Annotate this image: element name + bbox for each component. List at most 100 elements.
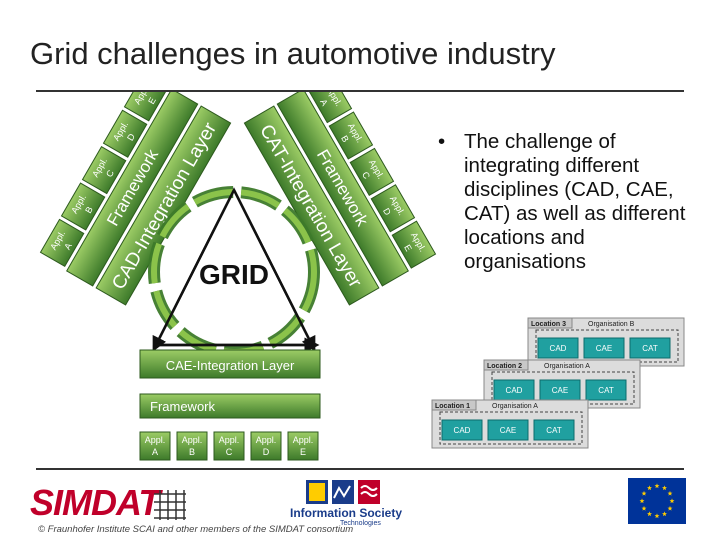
- eu-star: [647, 485, 652, 491]
- grid-label: GRID: [199, 259, 269, 290]
- cat-framework-bar: [276, 92, 409, 287]
- discipline-box-cad: [537, 337, 579, 359]
- bottom-appl-e: Appl. E: [287, 431, 319, 461]
- appl-letter: C: [226, 447, 233, 457]
- bullet-dot-icon: •: [438, 130, 446, 153]
- eu-star: [654, 483, 660, 489]
- eu-star: [641, 505, 647, 511]
- location-tab: [483, 359, 529, 371]
- cad-appl-d: Appl.D: [102, 109, 148, 158]
- appl-label: Appl.: [182, 435, 203, 445]
- organisation-label: Organisation B: [588, 321, 635, 328]
- cat-appl-b: Appl.B: [328, 111, 374, 160]
- discipline-label: CAT: [546, 426, 562, 435]
- appl-box: [39, 218, 85, 268]
- discipline-label: CAD: [454, 426, 471, 435]
- eu-star: [654, 513, 660, 519]
- discipline-box-cat: [585, 379, 627, 401]
- eu-star: [647, 511, 652, 517]
- appl-box: [391, 220, 437, 269]
- bottom-appl-b: Appl. B: [176, 431, 208, 461]
- cad-appl-e: Appl.E: [123, 92, 169, 122]
- appl-box: [139, 431, 171, 461]
- bullet-point: • The challenge of integrating different…: [438, 130, 710, 274]
- discipline-label: CAD: [550, 344, 567, 353]
- appl-letter: E: [402, 243, 414, 253]
- discipline-box-cat: [629, 337, 671, 359]
- appl-letter: A: [152, 447, 158, 457]
- appl-letter: B: [83, 205, 95, 215]
- appl-box: [349, 147, 395, 197]
- bullet-text: The challenge of integrating different d…: [464, 130, 686, 273]
- grid-logo-icon: [154, 490, 186, 520]
- cad-appl-b: Appl.B: [60, 182, 106, 231]
- cad-appl-c: Appl.C: [81, 145, 127, 195]
- location-label: Location 3: [531, 321, 566, 328]
- appl-letter: A: [318, 97, 330, 107]
- appl-label: Appl.: [145, 435, 166, 445]
- location-label: Location 1: [435, 403, 470, 410]
- appl-letter: C: [360, 170, 372, 181]
- bottom-framework-bar: [139, 393, 321, 419]
- appl-box: [213, 431, 245, 461]
- eu-star: [639, 498, 645, 504]
- information-society-sublabel: Technologies: [340, 520, 381, 527]
- appl-box: [287, 431, 319, 461]
- organisation-frame: [439, 411, 583, 445]
- appl-letter: D: [263, 447, 270, 457]
- bottom-divider: [36, 468, 684, 470]
- discipline-label: CAT: [642, 344, 658, 353]
- appl-box: [123, 92, 169, 122]
- discipline-label: CAE: [596, 344, 612, 353]
- grid-integration-diagram: CAD-Integration Layer Framework Appl.AAp…: [39, 92, 437, 461]
- appl-box: [102, 109, 148, 158]
- discipline-label: CAT: [598, 386, 614, 395]
- simdat-logo: SIMDAT: [30, 482, 160, 523]
- appl-box: [176, 431, 208, 461]
- appl-letter: D: [381, 206, 393, 217]
- appl-letter: D: [125, 131, 137, 142]
- discipline-label: CAD: [506, 386, 523, 395]
- eu-star: [662, 511, 667, 517]
- information-society-label: Information Society: [290, 506, 403, 520]
- cad-framework-bar: [66, 92, 199, 287]
- discipline-box-cae: [583, 337, 625, 359]
- discipline-box-cae: [487, 419, 529, 441]
- bottom-appl-a: Appl. A: [139, 431, 171, 461]
- appl-label: Appl.: [293, 435, 314, 445]
- top-divider: [36, 90, 684, 92]
- appl-box: [370, 184, 416, 233]
- appl-letter: B: [339, 134, 351, 144]
- bottom-framework-label: Framework: [150, 399, 216, 414]
- eu-star: [669, 498, 675, 504]
- appl-label: Appl.: [256, 435, 277, 445]
- cat-appl-c: Appl.C: [349, 147, 395, 197]
- eu-star: [667, 490, 673, 496]
- page-title: Grid challenges in automotive industry: [30, 36, 556, 71]
- appl-letter: B: [189, 447, 195, 457]
- eu-star: [641, 490, 647, 496]
- appl-box: [60, 182, 106, 231]
- location-3: Location 3 Organisation B CAD CAE CAT: [527, 317, 685, 367]
- arrow-left: [152, 189, 236, 352]
- appl-letter: E: [146, 96, 158, 106]
- arrow-right: [232, 189, 316, 352]
- discipline-label: CAE: [500, 426, 516, 435]
- location-tab: [431, 399, 477, 411]
- eu-flag-icon: [628, 478, 686, 524]
- appl-letter: A: [62, 241, 74, 251]
- eu-star: [662, 485, 667, 491]
- discipline-box-cat: [533, 419, 575, 441]
- bottom-appl-c: Appl. C: [213, 431, 245, 461]
- appl-letter: E: [300, 447, 306, 457]
- appl-label: Appl.: [219, 435, 240, 445]
- grid-cycle: GRID: [148, 186, 320, 358]
- location-tab: [527, 317, 573, 329]
- appl-box: [328, 111, 374, 160]
- appl-box: [307, 92, 353, 124]
- cat-appl-a: Appl.A: [307, 92, 353, 124]
- cat-appl-e: Appl.E: [391, 220, 437, 269]
- appl-letter: C: [104, 168, 116, 179]
